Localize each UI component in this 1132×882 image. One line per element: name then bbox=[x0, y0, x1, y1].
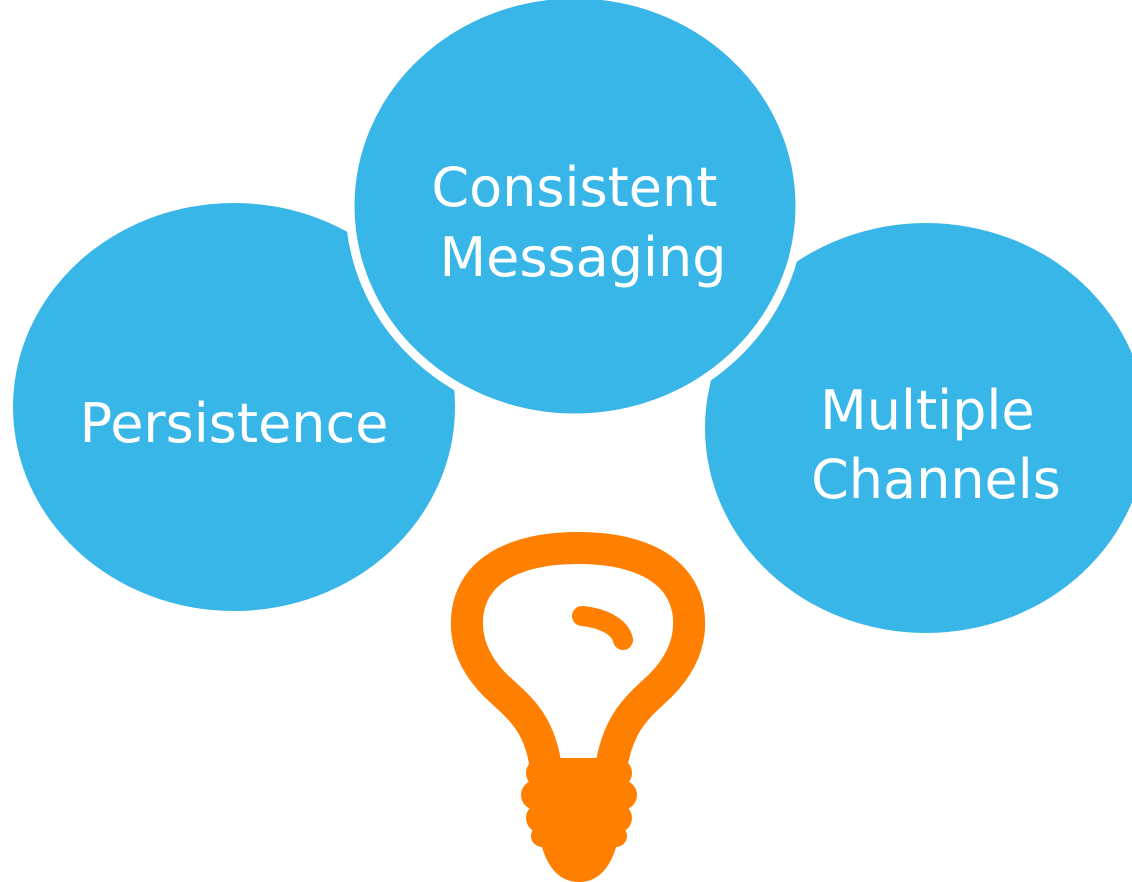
bubble-persistence-shape bbox=[13, 203, 455, 611]
bubble-consistent-messaging-label: Consistent Messaging bbox=[431, 156, 734, 289]
bubble-consistent-messaging-shape bbox=[345, 0, 805, 423]
bubble-multiple-channels: Multiple Channels bbox=[705, 223, 1132, 633]
bubble-multiple-channels-line-2: Channels bbox=[811, 448, 1061, 511]
bubble-multiple-channels-shape bbox=[705, 223, 1132, 633]
lightbulb-base bbox=[521, 758, 637, 882]
bubble-persistence-label: Persistence bbox=[80, 392, 389, 455]
bubble-consistent-messaging-line-1: Consistent bbox=[431, 156, 717, 219]
bubble-multiple-channels-label: Multiple Channels bbox=[811, 379, 1061, 511]
bubble-consistent-messaging: Consistent Messaging bbox=[345, 0, 805, 423]
bubble-consistent-messaging-line-2: Messaging bbox=[440, 226, 727, 289]
lightbulb-highlight bbox=[572, 606, 633, 650]
lightbulb-icon bbox=[450, 532, 706, 882]
lightbulb-glass bbox=[450, 532, 706, 778]
bubble-persistence: Persistence bbox=[13, 203, 455, 611]
bubble-multiple-channels-line-1: Multiple bbox=[820, 379, 1035, 442]
bubble-persistence-line-1: Persistence bbox=[80, 392, 389, 455]
